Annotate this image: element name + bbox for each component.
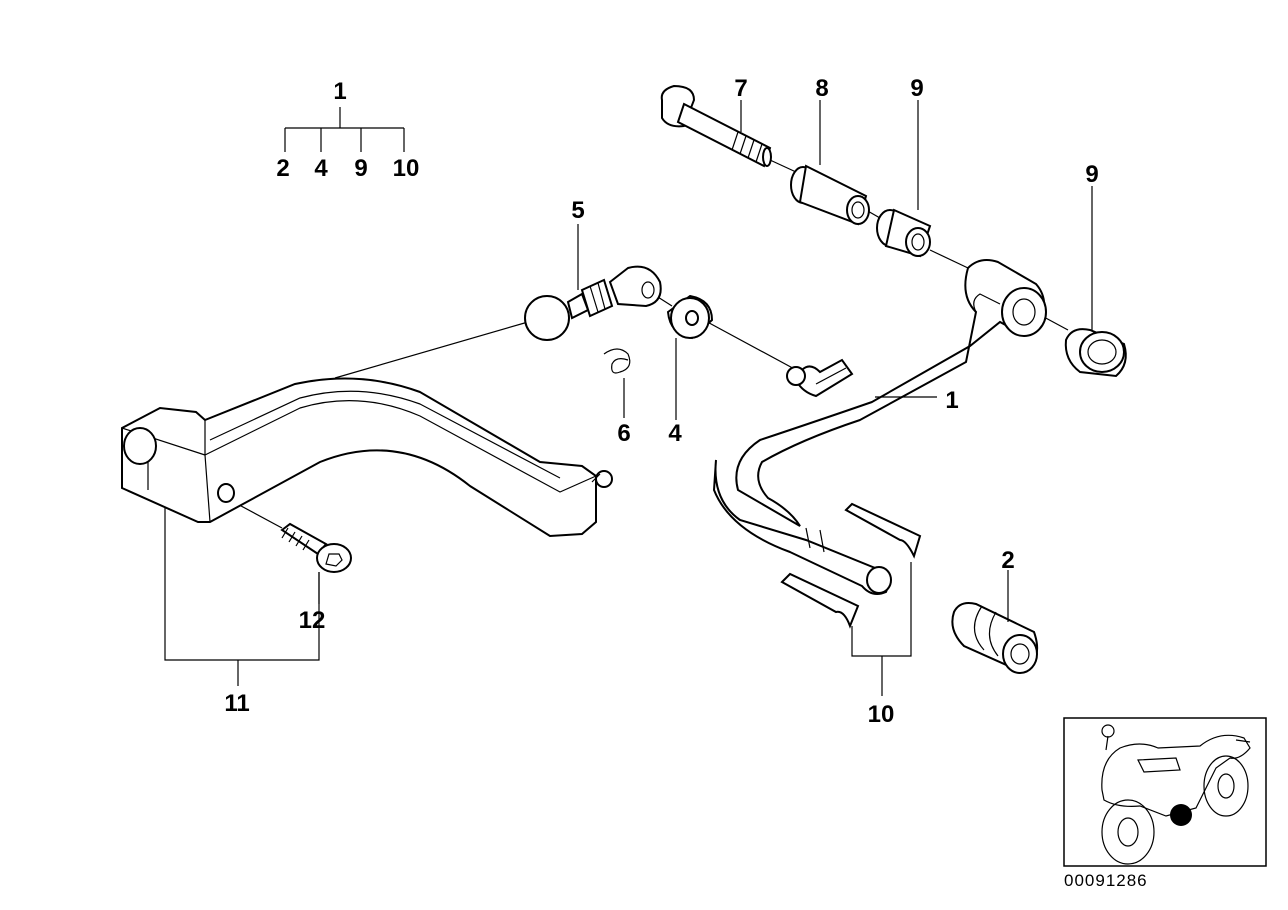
gearshift-lever — [121, 377, 613, 538]
callout-leaders — [164, 100, 1093, 696]
callout-label: 12 — [299, 607, 326, 634]
legend-child-label: 9 — [354, 155, 367, 182]
callout-label: 2 — [1001, 547, 1014, 574]
callout-label: 6 — [617, 420, 630, 447]
motorcycle-inset: 00091286 — [1063, 717, 1267, 890]
callout-label: 8 — [815, 75, 828, 102]
bushing-part-9b — [1064, 328, 1127, 378]
location-marker — [1170, 804, 1192, 826]
legend-child-label: 4 — [314, 155, 328, 182]
legend-tree: 1 2 4 9 10 — [276, 78, 419, 182]
callout-label: 11 — [224, 690, 249, 717]
sleeve-part-8 — [790, 164, 870, 226]
callout-label: 9 — [1085, 161, 1098, 188]
footpeg-rubber-part-2 — [951, 602, 1038, 674]
clip-part-6 — [603, 348, 631, 374]
inset-frame — [1063, 717, 1267, 867]
assembly-lines — [229, 159, 1069, 529]
callout-label: 5 — [571, 197, 584, 224]
callout-label: 4 — [668, 420, 682, 447]
bushing-part-4 — [666, 294, 714, 340]
callout-labels: 5 7 8 9 9 6 4 1 2 10 11 12 — [224, 75, 1098, 728]
sleeve-part-10 — [780, 502, 922, 629]
legend-child-label: 10 — [393, 155, 420, 182]
diagram-code: 00091286 — [1064, 871, 1148, 890]
legend-parent-label: 1 — [333, 78, 346, 105]
legend-connector — [284, 107, 405, 152]
callout-label: 10 — [868, 701, 895, 728]
shift-lever-part-1 — [712, 259, 1047, 595]
callout-label: 1 — [945, 387, 958, 414]
bolt-part-7 — [660, 84, 772, 168]
callout-label: 9 — [910, 75, 923, 102]
legend-child-label: 2 — [276, 155, 289, 182]
ball-joint-part-5 — [524, 265, 662, 341]
motorcycle-icon — [1101, 724, 1251, 865]
callout-label: 7 — [734, 75, 747, 102]
screw-part-12 — [280, 522, 352, 573]
bushing-part-9a — [876, 208, 932, 258]
